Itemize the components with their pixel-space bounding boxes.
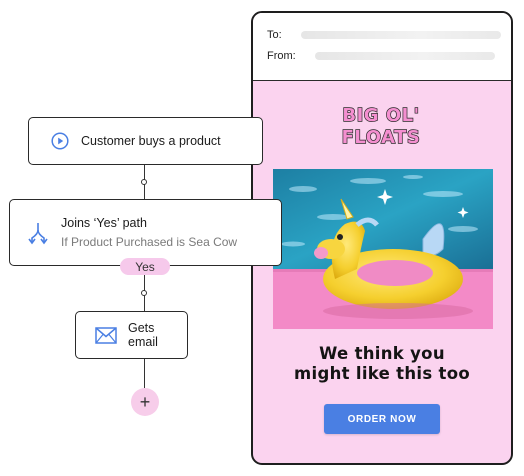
email-preview: To: From: BIG OL' FLOATS xyxy=(251,11,513,465)
trigger-node[interactable]: Customer buys a product xyxy=(28,117,263,165)
email-header: To: From: xyxy=(253,13,511,81)
split-condition: If Product Purchased is Sea Cow xyxy=(61,235,238,249)
email-node[interactable]: Gets email xyxy=(75,311,188,359)
svg-text:BIG OL': BIG OL' xyxy=(342,105,419,126)
plus-icon: + xyxy=(139,392,151,412)
connector-line xyxy=(144,359,145,388)
yes-branch-badge: Yes xyxy=(120,258,170,275)
order-now-button[interactable]: ORDER NOW xyxy=(324,404,440,434)
connector-dot xyxy=(141,290,147,296)
from-row: From: xyxy=(267,49,495,63)
svg-text:FLOATS: FLOATS xyxy=(342,127,421,148)
envelope-icon xyxy=(95,326,117,344)
to-field[interactable] xyxy=(301,31,501,39)
headline-line-2: might like this too xyxy=(294,364,470,383)
split-arrow-icon xyxy=(27,221,49,245)
email-step-label: Gets email xyxy=(128,321,158,349)
to-row: To: xyxy=(267,28,501,42)
split-label: Joins ‘Yes’ path xyxy=(61,216,147,230)
from-label: From: xyxy=(267,50,296,62)
brand-logo: BIG OL' FLOATS xyxy=(341,104,421,148)
add-step-button[interactable]: + xyxy=(131,388,159,416)
headline-line-1: We think you xyxy=(319,344,445,363)
split-node[interactable]: Joins ‘Yes’ path If Product Purchased is… xyxy=(9,199,282,266)
email-headline: We think you might like this too xyxy=(253,344,511,384)
connector-dot xyxy=(141,179,147,185)
from-field[interactable] xyxy=(315,52,495,60)
split-texts: Joins ‘Yes’ path If Product Purchased is… xyxy=(61,216,237,249)
play-circle-icon xyxy=(51,132,69,150)
hero-image xyxy=(273,169,493,329)
trigger-label: Customer buys a product xyxy=(81,134,221,148)
to-label: To: xyxy=(267,29,282,41)
